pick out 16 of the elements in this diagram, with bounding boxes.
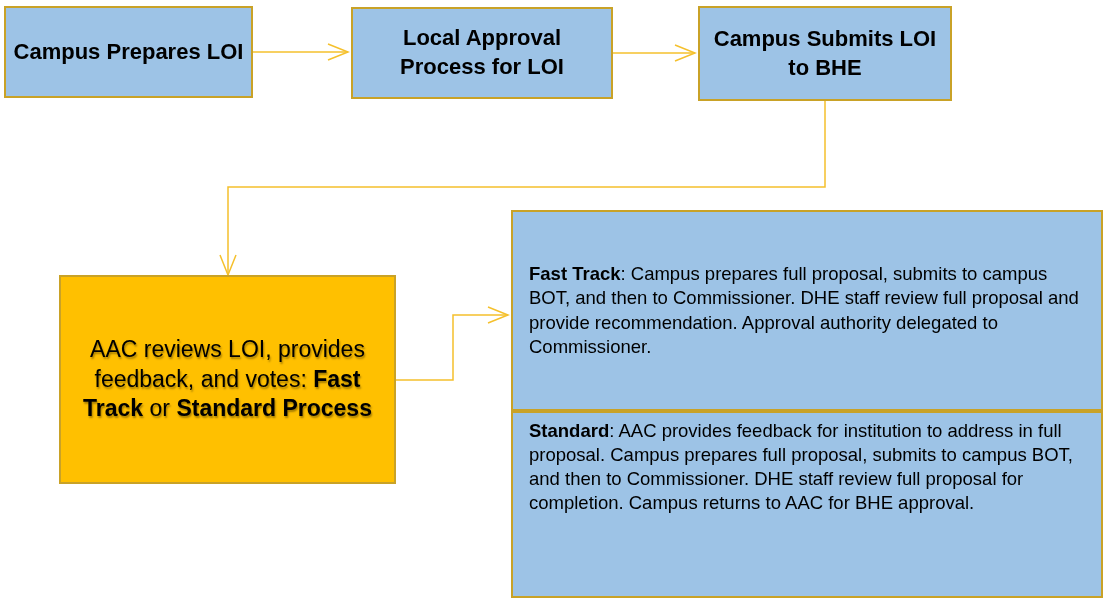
arrow [395,306,509,381]
node-text: Standard: AAC provides feedback for institution to address in full proposal. Campus prepares full proposal, submits to campus BOT, and then to Commissioner. DHE staff review full proposal for completion. Campus returns to AAC for BHE approval. [529,419,1074,516]
process-box [351,7,613,99]
process-box [511,411,1103,598]
arrow [252,43,349,61]
node-text: Local Approval Process for LOI [399,24,565,81]
arrow [612,44,696,62]
process-box [4,6,253,98]
node-text: AAC reviews LOI, provides feedback, and votes: Fast Track or Standard Process [82,334,373,424]
process-box [59,275,396,484]
node-text: Campus Submits LOI to BHE [712,24,938,82]
process-box [511,210,1103,411]
node-text: Fast Track: Campus prepares full proposal, submits to campus BOT, and then to Commissioner. DHE staff review full proposal and provide recommendation. Approval authority delegated to Commissioner. [529,262,1080,359]
process-box [698,6,952,101]
arrow [219,100,826,276]
node-text: Campus Prepares LOI [13,37,244,66]
